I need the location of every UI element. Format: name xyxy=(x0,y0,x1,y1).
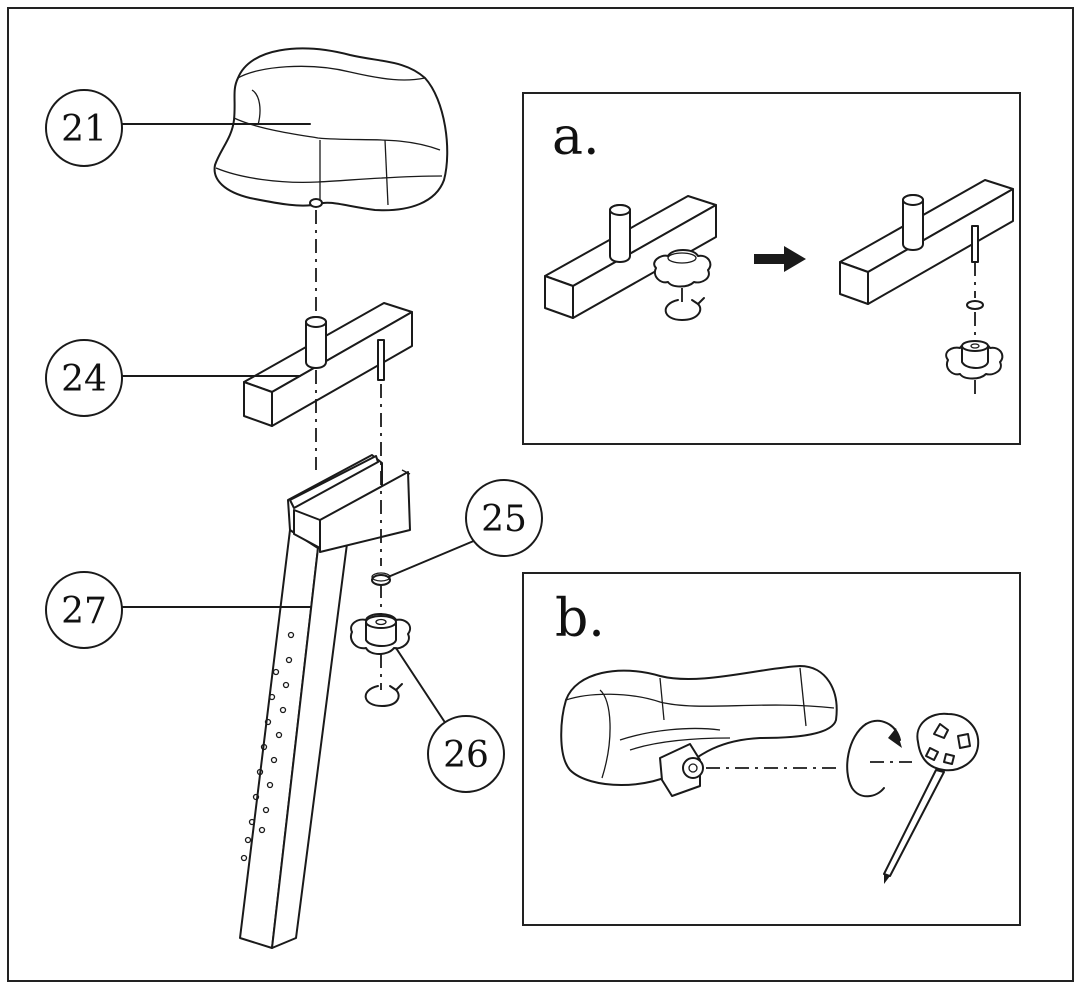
callout-21-circle xyxy=(45,89,123,167)
knob-drawing xyxy=(350,613,412,707)
panel-a-slider-before xyxy=(544,195,717,321)
callout-27-label: 27 xyxy=(61,591,107,632)
panel-b-label: b. xyxy=(555,589,605,649)
outer-frame xyxy=(7,7,1074,982)
panel-b: b. xyxy=(522,572,1021,926)
callout-26-circle xyxy=(427,715,505,793)
washer-drawing xyxy=(371,572,391,586)
callout-24-label: 24 xyxy=(61,359,107,400)
callout-26-label: 26 xyxy=(443,735,489,776)
callout-25-label: 25 xyxy=(481,499,527,540)
panel-a-slider-after xyxy=(839,179,1014,400)
callout-21-label: 21 xyxy=(61,109,107,150)
callouts: 21 24 25 26 27 xyxy=(45,89,543,793)
panel-b-rotation-arrow xyxy=(846,719,912,798)
callout-27-circle xyxy=(45,571,123,649)
alignment-lines xyxy=(315,210,382,616)
panel-a: a. xyxy=(522,92,1021,445)
panel-b-wrench xyxy=(883,712,980,884)
seat-slider-drawing xyxy=(243,302,413,427)
seat-post-drawing xyxy=(239,454,411,949)
panel-a-arrow xyxy=(754,246,806,272)
callout-24-circle xyxy=(45,339,123,417)
callout-25-circle xyxy=(465,479,543,557)
panel-b-seat xyxy=(560,665,838,797)
panel-a-label: a. xyxy=(552,107,600,167)
seat-drawing xyxy=(213,47,449,212)
